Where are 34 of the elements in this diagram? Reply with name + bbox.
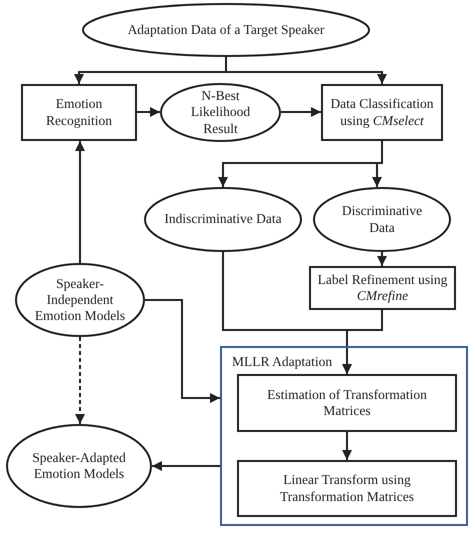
process-box bbox=[237, 460, 457, 517]
arrow bbox=[152, 461, 220, 471]
data-ellipse bbox=[160, 83, 281, 142]
process-box bbox=[237, 374, 457, 432]
node-label: Label Refinement using CMrefine bbox=[316, 272, 448, 304]
node-label: Data Classification using CMselect bbox=[329, 96, 435, 129]
node-label: Estimation of Transformation Matrices bbox=[266, 386, 428, 420]
dashed-arrow bbox=[75, 337, 85, 424]
arrow bbox=[75, 141, 85, 263]
arrow bbox=[145, 299, 220, 403]
group-box bbox=[220, 346, 468, 526]
node-label: Linear Transform using Transformation Matrices bbox=[278, 472, 416, 505]
arrow bbox=[377, 252, 387, 266]
node-label: Speaker-Adapted Emotion Models bbox=[31, 450, 127, 482]
arrow bbox=[342, 432, 352, 460]
arrow bbox=[137, 107, 160, 117]
node-label: Speaker-Independent Emotion Models bbox=[34, 276, 126, 324]
group-title: MLLR Adaptation bbox=[232, 354, 332, 370]
data-ellipse bbox=[15, 263, 145, 337]
data-ellipse bbox=[144, 187, 302, 252]
arrow bbox=[372, 141, 383, 187]
node-label: Discriminative Data bbox=[340, 203, 424, 236]
data-ellipse bbox=[313, 187, 451, 252]
process-box bbox=[321, 84, 443, 141]
arrow bbox=[342, 310, 383, 374]
arrow bbox=[281, 107, 321, 117]
node-label: N-Best Likelihood Result bbox=[190, 88, 252, 137]
process-box bbox=[21, 84, 137, 141]
process-box bbox=[309, 266, 456, 310]
node-label: Adaptation Data of a Target Speaker bbox=[126, 22, 326, 38]
data-ellipse bbox=[82, 3, 370, 57]
node-label: Emotion Recognition bbox=[45, 96, 113, 129]
node-label: Indiscriminative Data bbox=[163, 211, 283, 228]
data-ellipse bbox=[6, 424, 152, 508]
